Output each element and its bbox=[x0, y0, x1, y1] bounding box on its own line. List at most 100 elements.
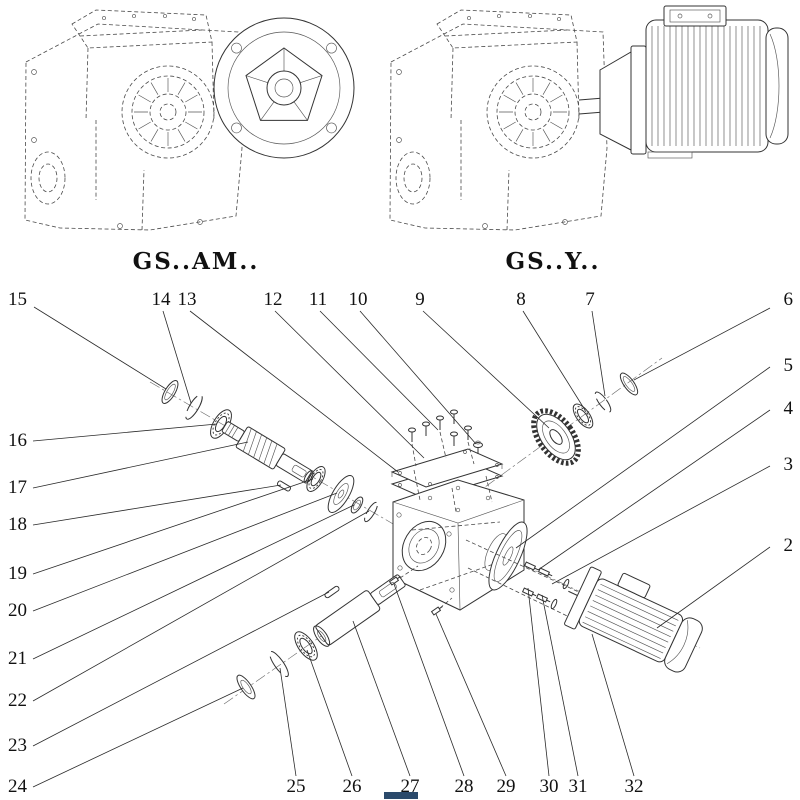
part-number-26: 26 bbox=[343, 776, 362, 797]
part-number-21: 21 bbox=[8, 648, 27, 669]
part-number-15: 15 bbox=[8, 289, 27, 310]
part-number-3: 3 bbox=[784, 454, 794, 475]
part-spacer-21 bbox=[350, 496, 364, 514]
leader-line-27 bbox=[352, 620, 411, 777]
part-number-4: 4 bbox=[784, 398, 794, 419]
part-flange-cover-5 bbox=[488, 521, 528, 591]
leader-line-30 bbox=[527, 587, 550, 777]
part-cover-bolts-11 bbox=[408, 409, 475, 467]
part-ring-6 bbox=[619, 372, 639, 396]
part-bolt-30 bbox=[521, 587, 537, 597]
part-number-27: 27 bbox=[401, 776, 420, 797]
leader-line-12 bbox=[274, 310, 425, 459]
leader-line-4 bbox=[537, 409, 771, 571]
part-number-16: 16 bbox=[8, 430, 27, 451]
part-number-11: 11 bbox=[309, 289, 327, 310]
leader-line-29 bbox=[435, 613, 507, 777]
leader-line-7 bbox=[591, 310, 606, 397]
leader-line-13 bbox=[189, 310, 399, 473]
motor-fins bbox=[582, 583, 679, 659]
part-ring-15 bbox=[161, 380, 179, 404]
part-number-30: 30 bbox=[540, 776, 559, 797]
part-number-10: 10 bbox=[349, 289, 368, 310]
leader-line-17 bbox=[32, 441, 249, 489]
part-ring-22 bbox=[364, 501, 378, 523]
leader-line-25 bbox=[279, 667, 297, 777]
part-number-28: 28 bbox=[455, 776, 474, 797]
leader-line-15 bbox=[33, 306, 167, 390]
part-number-9: 9 bbox=[415, 289, 425, 310]
leader-line-9 bbox=[422, 310, 550, 429]
leader-line-5 bbox=[515, 366, 771, 549]
leader-line-22 bbox=[32, 510, 370, 702]
fan-cover bbox=[765, 27, 789, 145]
gear-hatch-ring bbox=[134, 78, 202, 146]
part-number-19: 19 bbox=[8, 563, 27, 584]
part-number-23: 23 bbox=[8, 735, 27, 756]
part-number-32: 32 bbox=[625, 776, 644, 797]
part-circlip-7 bbox=[594, 391, 612, 413]
part-cover-plate-12 bbox=[390, 448, 504, 488]
leader-line-26 bbox=[306, 649, 353, 777]
cover-bolts-left-figure bbox=[102, 14, 196, 21]
part-circlip-25 bbox=[269, 650, 289, 678]
part-number-7: 7 bbox=[585, 289, 595, 310]
electric-motor-assembled bbox=[599, 5, 789, 159]
part-bolt-4 bbox=[523, 561, 539, 571]
leader-line-23 bbox=[32, 591, 330, 747]
part-disc-20 bbox=[327, 475, 355, 513]
part-pin-18 bbox=[276, 480, 292, 492]
part-bolt-28 bbox=[388, 576, 401, 586]
part-washer-24 bbox=[236, 674, 256, 700]
part-key-23 bbox=[324, 585, 340, 599]
leader-line-14 bbox=[162, 310, 192, 404]
part-washer-cluster bbox=[550, 578, 570, 610]
part-number-20: 20 bbox=[8, 600, 27, 621]
leader-line-10 bbox=[359, 310, 477, 445]
terminal-box bbox=[663, 5, 727, 27]
part-number-22: 22 bbox=[8, 690, 27, 711]
leader-line-6 bbox=[633, 307, 771, 381]
watermark-bar bbox=[384, 792, 418, 799]
label-gs-am: GS..AM.. bbox=[133, 248, 260, 275]
part-worm-shaft-17 bbox=[221, 421, 314, 484]
leader-line-18 bbox=[32, 484, 282, 526]
figure-gs-am bbox=[24, 9, 355, 231]
leader-line-32 bbox=[591, 633, 635, 777]
output-flange bbox=[213, 17, 355, 159]
part-number-6: 6 bbox=[784, 289, 794, 310]
assembly-line-upper bbox=[465, 539, 597, 601]
part-number-5: 5 bbox=[784, 355, 794, 376]
leader-line-28 bbox=[393, 583, 465, 777]
part-number-14: 14 bbox=[152, 289, 172, 310]
part-number-12: 12 bbox=[264, 289, 283, 310]
part-number-29: 29 bbox=[497, 776, 516, 797]
part-output-shaft-27 bbox=[313, 574, 406, 647]
cover-bolts-right-figure bbox=[467, 14, 561, 21]
part-number-24: 24 bbox=[8, 776, 28, 797]
leader-line-24 bbox=[32, 687, 244, 788]
gear-hatch-ring bbox=[499, 78, 567, 146]
part-bearing-8 bbox=[572, 403, 594, 429]
part-bolt-31 bbox=[535, 593, 551, 603]
part-number-2: 2 bbox=[784, 535, 794, 556]
part-number-31: 31 bbox=[569, 776, 588, 797]
part-motor-2 bbox=[564, 566, 703, 673]
leader-line-8 bbox=[522, 310, 586, 411]
part-number-8: 8 bbox=[516, 289, 526, 310]
leader-line-21 bbox=[32, 504, 355, 660]
figure-gs-y bbox=[389, 5, 789, 231]
part-number-17: 17 bbox=[8, 477, 27, 498]
motor-fins bbox=[651, 26, 761, 146]
part-number-25: 25 bbox=[287, 776, 306, 797]
part-bolt-3 bbox=[537, 567, 553, 577]
leader-line-19 bbox=[32, 478, 314, 575]
leader-line-31 bbox=[541, 594, 579, 777]
leader-line-16 bbox=[32, 423, 218, 442]
leader-line-2 bbox=[656, 546, 771, 629]
part-circlip-14 bbox=[185, 394, 203, 420]
leader-line-3 bbox=[551, 465, 771, 585]
leader-line-11 bbox=[319, 310, 439, 431]
leader-line-20 bbox=[32, 492, 338, 612]
